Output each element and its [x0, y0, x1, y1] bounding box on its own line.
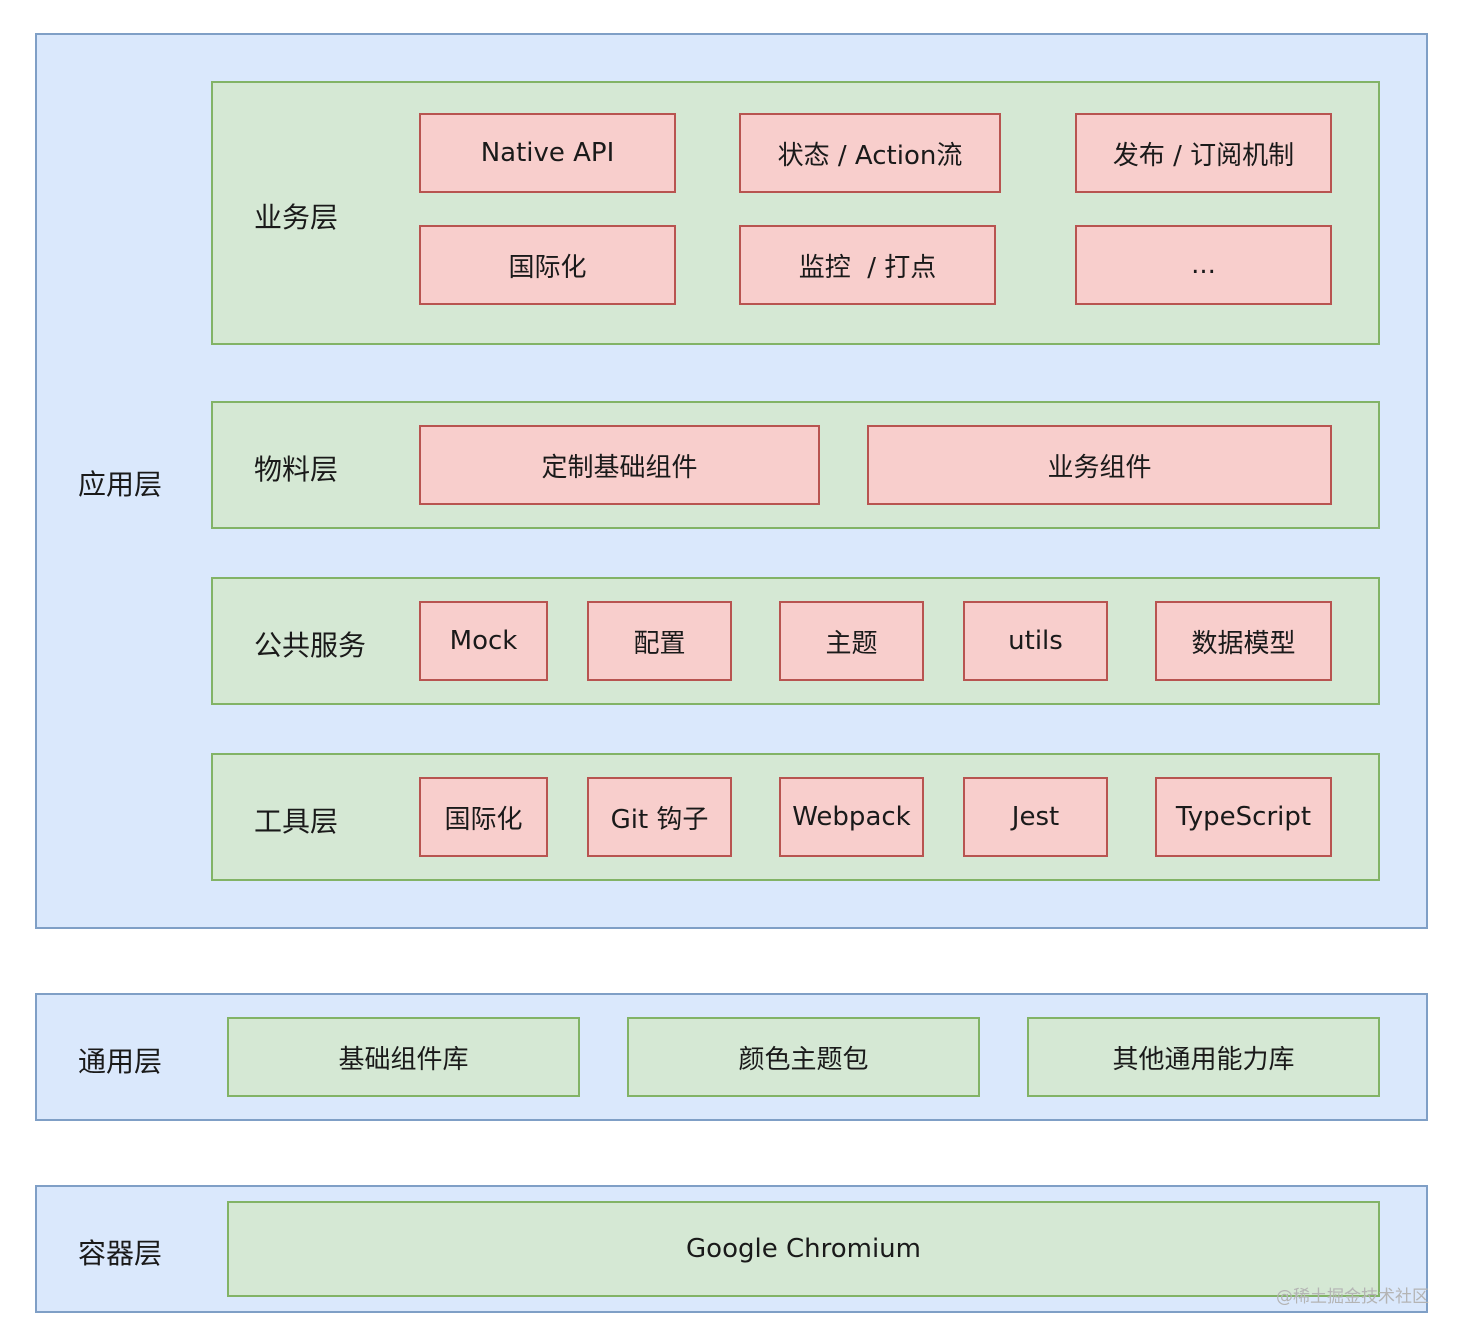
tool-item-typescript: TypeScript [1155, 777, 1332, 857]
public-services-label: 公共服务 [254, 629, 367, 662]
tool-item-i18n: 国际化 [419, 777, 548, 857]
service-item-config: 配置 [587, 601, 732, 681]
service-item-mock: Mock [419, 601, 548, 681]
common-layer-label: 通用层 [78, 1045, 163, 1078]
tool-item-jest: Jest [963, 777, 1108, 857]
material-item-custom-base-components: 定制基础组件 [419, 425, 820, 505]
business-item-pubsub: 发布 / 订阅机制 [1075, 113, 1332, 193]
service-item-utils: utils [963, 601, 1108, 681]
business-item-state-action: 状态 / Action流 [739, 113, 1001, 193]
app-layer-label: 应用层 [78, 468, 163, 501]
container-item-google-chromium: Google Chromium [227, 1201, 1380, 1297]
business-item-i18n: 国际化 [419, 225, 676, 305]
tool-item-webpack: Webpack [779, 777, 924, 857]
container-layer-label: 容器层 [78, 1237, 163, 1270]
service-item-data-model: 数据模型 [1155, 601, 1332, 681]
material-item-business-components: 业务组件 [867, 425, 1332, 505]
business-layer-label: 业务层 [254, 201, 339, 234]
tools-layer-label: 工具层 [254, 805, 339, 838]
service-item-theme: 主题 [779, 601, 924, 681]
business-item-more: ... [1075, 225, 1332, 305]
common-item-other-capability-libs: 其他通用能力库 [1027, 1017, 1380, 1097]
business-item-native-api: Native API [419, 113, 676, 193]
tool-item-git-hooks: Git 钩子 [587, 777, 732, 857]
material-layer-label: 物料层 [254, 453, 339, 486]
watermark: @稀土掘金技术社区 [1276, 1287, 1429, 1307]
business-item-monitoring: 监控 / 打点 [739, 225, 996, 305]
common-item-color-theme-pack: 颜色主题包 [627, 1017, 980, 1097]
common-item-base-component-lib: 基础组件库 [227, 1017, 580, 1097]
